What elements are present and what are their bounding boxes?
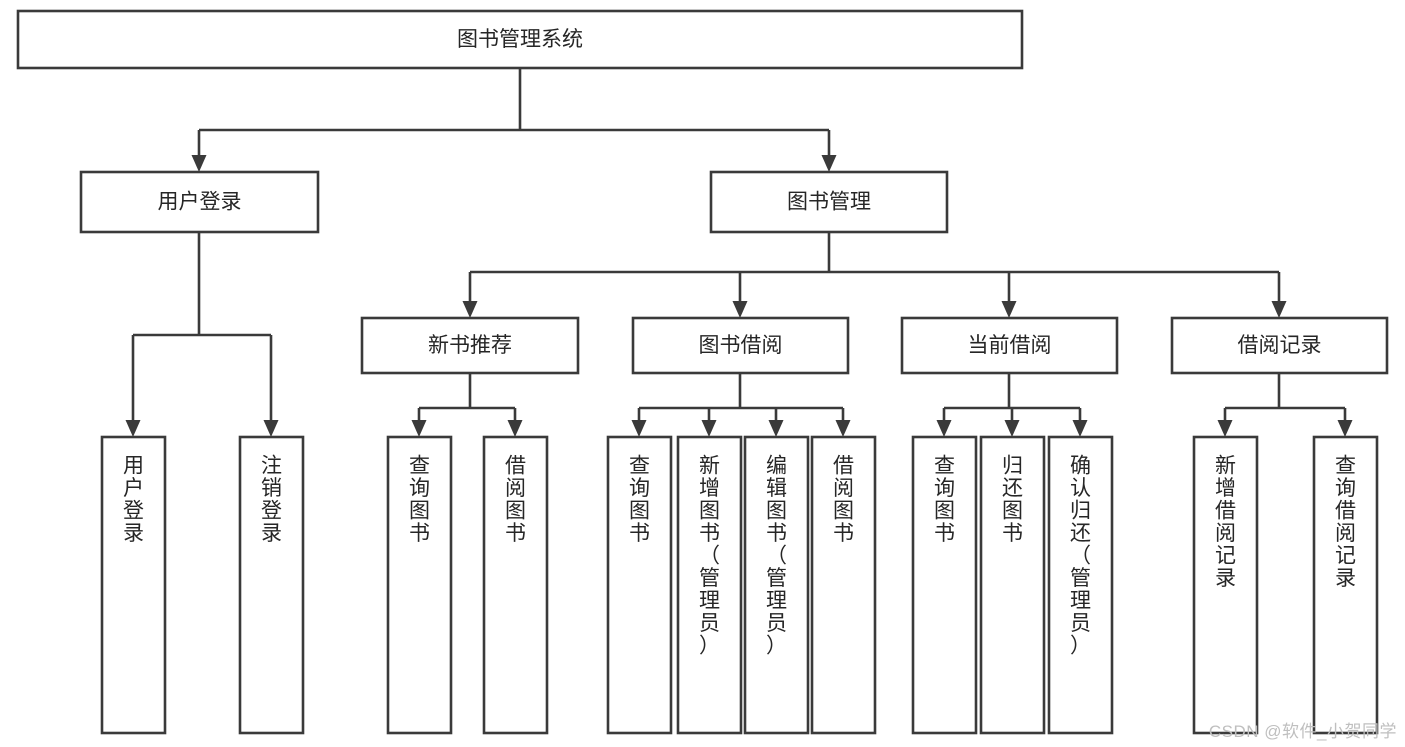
node-leaf-user-login[interactable]: 用户登录 [100, 435, 167, 735]
node-leaf-borrow-book-1[interactable]: 借阅图书 [482, 435, 549, 735]
arrow-head-icon [191, 155, 207, 172]
node-leaf-return-book[interactable]: 归还图书 [979, 435, 1046, 735]
connector-conn-user-login [131, 232, 273, 420]
arrow-head-icon [821, 155, 837, 172]
connector-conn-current-borrow [942, 373, 1082, 420]
node-borrow-record[interactable]: 借阅记录 [1170, 316, 1389, 375]
node-new-book-recommend-box[interactable] [360, 316, 580, 375]
node-current-borrow-label: 当前借阅 [968, 334, 1052, 357]
node-leaf-edit-book-admin-box[interactable] [743, 435, 810, 735]
node-leaf-edit-book-admin[interactable]: 编辑图书（管理员） [743, 435, 810, 735]
node-leaf-add-book-admin-label: 新增图书（管理员） [699, 455, 720, 658]
node-leaf-query-book-1-label: 查询图书 [409, 455, 430, 546]
arrow-head-icon [1271, 301, 1287, 318]
node-book-borrow-label: 图书借阅 [699, 334, 783, 357]
node-leaf-borrow-book-2-box[interactable] [810, 435, 877, 735]
arrow-head-icon [768, 420, 784, 437]
node-leaf-user-logout-box[interactable] [238, 435, 305, 735]
arrow-head-icon [1337, 420, 1353, 437]
node-root[interactable]: 图书管理系统 [16, 9, 1024, 70]
arrow-head-icon [732, 301, 748, 318]
node-leaf-user-logout-label: 注销登录 [261, 455, 282, 546]
connector-layer [125, 68, 1353, 437]
arrow-head-icon [631, 420, 647, 437]
arrow-head-icon [1072, 420, 1088, 437]
node-leaf-user-login-label: 用户登录 [123, 455, 144, 546]
node-leaf-borrow-book-1-box[interactable] [482, 435, 549, 735]
node-book-manage[interactable]: 图书管理 [709, 170, 949, 234]
node-leaf-query-book-2-box[interactable] [606, 435, 673, 735]
arrow-head-icon [411, 420, 427, 437]
arrow-head-icon [1001, 301, 1017, 318]
node-book-manage-box[interactable] [709, 170, 949, 234]
node-leaf-query-book-1[interactable]: 查询图书 [386, 435, 453, 735]
node-leaf-add-borrow-record-box[interactable] [1192, 435, 1259, 735]
connector-conn-root [197, 68, 831, 155]
connector-conn-new-book [417, 373, 517, 420]
node-leaf-query-book-3-label: 查询图书 [934, 455, 955, 546]
node-leaf-query-book-2[interactable]: 查询图书 [606, 435, 673, 735]
csdn-watermark: CSDN @软件_小贺同学 [1208, 722, 1397, 741]
node-root-label: 图书管理系统 [457, 28, 583, 51]
node-new-book-recommend-label: 新书推荐 [428, 334, 512, 357]
arrow-head-icon [701, 420, 717, 437]
node-user-login-box[interactable] [79, 170, 320, 234]
node-book-borrow-box[interactable] [631, 316, 850, 375]
node-borrow-record-label: 借阅记录 [1238, 334, 1322, 357]
connector-conn-book-manage [468, 232, 1281, 301]
node-layer: 图书管理系统用户登录图书管理新书推荐图书借阅当前借阅借阅记录用户登录注销登录查询… [16, 9, 1389, 735]
node-user-login-label: 用户登录 [158, 191, 242, 214]
arrow-head-icon [1004, 420, 1020, 437]
node-leaf-user-logout[interactable]: 注销登录 [238, 435, 305, 735]
node-leaf-add-borrow-record-label: 新增借阅记录 [1215, 455, 1236, 591]
node-leaf-query-borrow-record-box[interactable] [1312, 435, 1379, 735]
node-leaf-user-login-box[interactable] [100, 435, 167, 735]
node-leaf-edit-book-admin-label: 编辑图书（管理员） [766, 455, 787, 658]
node-leaf-query-book-2-label: 查询图书 [629, 455, 650, 546]
node-leaf-query-book-3[interactable]: 查询图书 [911, 435, 978, 735]
node-leaf-borrow-book-2[interactable]: 借阅图书 [810, 435, 877, 735]
node-leaf-add-book-admin-box[interactable] [676, 435, 743, 735]
arrow-head-icon [263, 420, 279, 437]
node-leaf-confirm-return-admin-label: 确认归还（管理员） [1070, 455, 1091, 658]
arrow-head-icon [835, 420, 851, 437]
arrow-head-icon [1217, 420, 1233, 437]
node-book-manage-label: 图书管理 [787, 191, 871, 214]
node-root-box[interactable] [16, 9, 1024, 70]
arrow-head-icon [125, 420, 141, 437]
node-current-borrow[interactable]: 当前借阅 [900, 316, 1119, 375]
node-leaf-add-book-admin[interactable]: 新增图书（管理员） [676, 435, 743, 735]
node-current-borrow-box[interactable] [900, 316, 1119, 375]
node-leaf-return-book-box[interactable] [979, 435, 1046, 735]
node-book-borrow[interactable]: 图书借阅 [631, 316, 850, 375]
node-leaf-query-borrow-record-label: 查询借阅记录 [1335, 455, 1356, 591]
node-leaf-query-book-1-box[interactable] [386, 435, 453, 735]
connector-conn-borrow-record [1223, 373, 1347, 420]
node-leaf-confirm-return-admin-box[interactable] [1047, 435, 1114, 735]
node-leaf-borrow-book-2-label: 借阅图书 [833, 455, 854, 546]
arrow-head-icon [507, 420, 523, 437]
node-new-book-recommend[interactable]: 新书推荐 [360, 316, 580, 375]
node-leaf-confirm-return-admin[interactable]: 确认归还（管理员） [1047, 435, 1114, 735]
node-leaf-query-borrow-record[interactable]: 查询借阅记录 [1312, 435, 1379, 735]
node-leaf-return-book-label: 归还图书 [1002, 455, 1023, 546]
arrow-head-icon [462, 301, 478, 318]
node-leaf-add-borrow-record[interactable]: 新增借阅记录 [1192, 435, 1259, 735]
node-leaf-borrow-book-1-label: 借阅图书 [505, 455, 526, 546]
connector-conn-book-borrow [637, 373, 845, 420]
node-user-login[interactable]: 用户登录 [79, 170, 320, 234]
node-borrow-record-box[interactable] [1170, 316, 1389, 375]
node-leaf-query-book-3-box[interactable] [911, 435, 978, 735]
arrow-head-icon [936, 420, 952, 437]
